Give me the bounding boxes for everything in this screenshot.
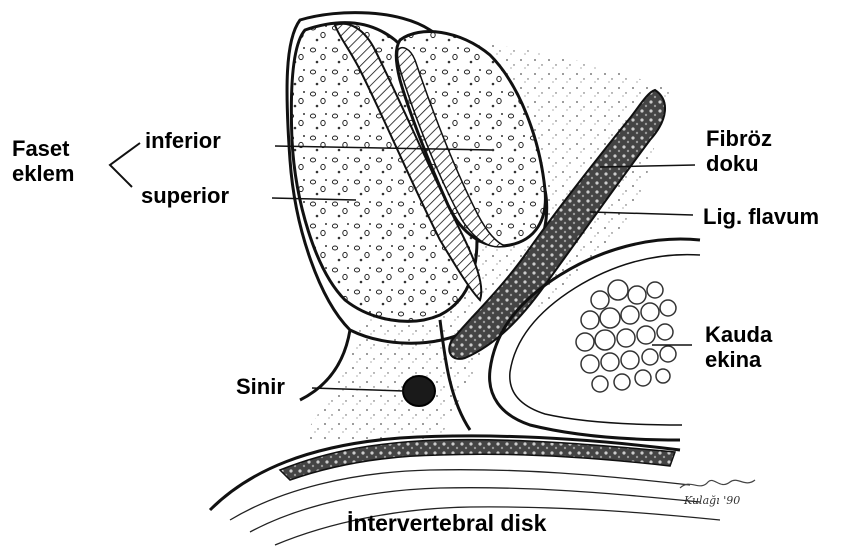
fibrous-tissue-label: Fibröz doku [706,126,772,177]
cauda-equina-label-line1: Kauda [705,322,772,347]
cauda-equina-label-line2: ekina [705,347,772,372]
fibrous-tissue-label-line2: doku [706,151,772,176]
disc-label: İntervertebral disk [347,510,546,536]
artist-signature: Kulağı '90 [684,494,740,507]
fibrous-tissue-label-line1: Fibröz [706,126,772,151]
inferior-label: inferior [145,128,221,153]
cauda-equina-roots [576,280,676,392]
facet-joint-label-line1: Faset [12,136,74,161]
facet-joint-label: Faset eklem [12,136,74,187]
nerve-label: Sinir [236,374,285,399]
facet-joint-label-line2: eklem [12,161,74,186]
nerve-root [403,376,435,406]
lig-flavum-label: Lig. flavum [703,204,819,229]
cauda-equina-label: Kauda ekina [705,322,772,373]
superior-label: superior [141,183,229,208]
signature-scribble [680,480,755,488]
